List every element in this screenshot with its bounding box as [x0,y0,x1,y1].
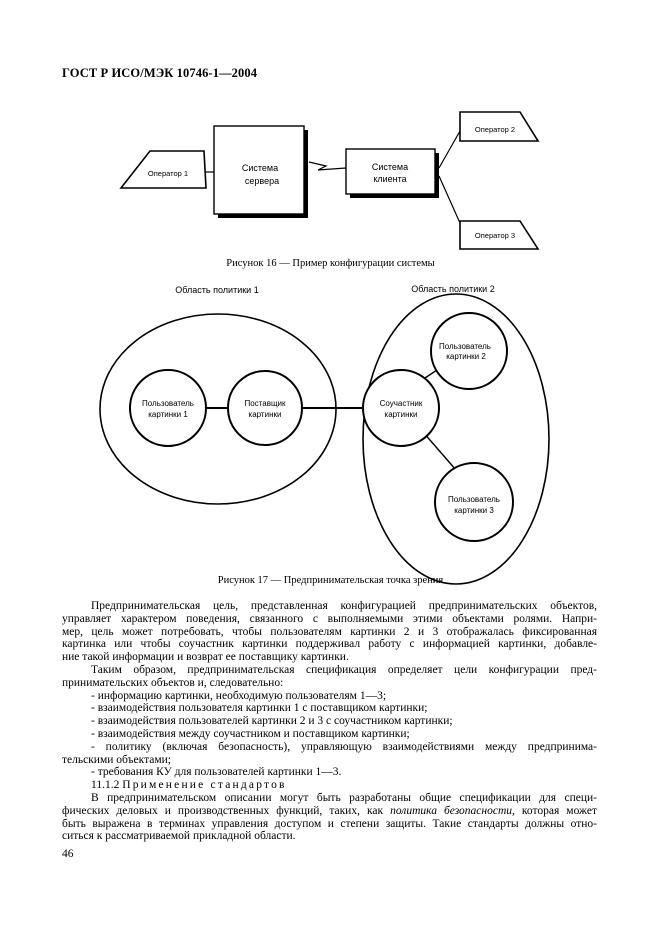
figure-16-caption: Рисунок 16 — Пример конфигурации системы [226,258,435,269]
document-header: ГОСТ Р ИСО/МЭК 10746-1—2004 [62,66,258,80]
operator-3-label: Оператор 3 [475,231,515,240]
paragraph-3-line-3: быть выражена в терминах управления дост… [62,817,597,830]
server-label-line2: сервера [245,176,279,186]
picture-user-3-label-line2: картинки 3 [454,506,494,515]
paragraph-2-line-2: принимательских объектов и, следовательн… [62,676,284,689]
picture-user-1-label-line2: картинки 1 [148,410,188,419]
picture-supplier-label-line1: Поставщик [244,399,286,408]
paragraph-1-line-4: картинка или чтобы соучастник картинки п… [62,638,597,651]
operator-3-connector [438,175,461,224]
figure-16-diagram: Оператор 1 Система сервера Система клиен… [119,111,540,250]
picture-participant-label-line1: Соучастник [380,399,423,408]
paragraph-1-line-3: мер, цель может потребовать, чтобы польз… [62,625,597,638]
client-label-line1: Система [372,162,408,172]
server-label-line1: Система [242,163,278,173]
paragraph-2-line-1: Таким образом, предпринимательская специ… [91,663,597,676]
policy-domain-1-title: Область политики 1 [175,285,258,295]
client-label-line2: клиента [373,174,406,184]
server-box [213,125,305,215]
paragraph-3-line-1: В предпринимательском описании могут быт… [91,791,597,804]
paragraph-3-line-4: ситься к рассматриваемой прикладной обла… [62,830,296,843]
policy-domain-2-title: Область политики 2 [411,284,494,294]
section-heading: 11.1.2 Применение стандартов [91,779,597,792]
picture-user-2-label-line2: картинки 2 [446,352,486,361]
paragraph-3-line-2-end: которая может [514,804,597,817]
picture-user-2-label-line1: Пользователь [439,342,491,351]
body-text: Предпринимательская цель, представленная… [62,600,597,843]
list-item-5-line-2: тельскими объектами; [62,753,171,766]
paragraph-1-line-2: управляет характером поведения, связанно… [62,612,597,625]
operator-3-shape [459,220,540,250]
picture-participant-label-line2: картинки [385,410,418,419]
picture-supplier-label-line2: картинки [249,410,282,419]
figure-17-diagram: Область политики 1 Область политики 2 По… [99,284,550,585]
picture-user-3-label-line1: Пользователь [448,495,500,504]
list-item-5-line-1: - политику (включая безопасность), управ… [91,740,597,753]
operator-2-label: Оператор 2 [475,125,515,134]
picture-supplier-circle [227,370,303,446]
client-box [345,148,436,195]
list-item-2: - взаимодействия пользователя картинки 1… [91,702,428,715]
server-client-link [308,161,347,171]
picture-participant-circle [362,369,440,447]
participant-user3-link [422,431,457,471]
operator-1-label: Оператор 1 [148,169,188,178]
section-number: 11.1.2 [91,779,120,792]
picture-user-2-circle [430,312,508,390]
picture-user-3-circle [434,462,514,542]
picture-user-1-circle [129,369,207,447]
list-item-4: - взаимодействия между соучастником и по… [91,727,410,740]
page-number: 46 [62,848,74,860]
security-policy-term: политика безопасности, [390,804,515,817]
paragraph-3-line-2: фических деловых и производственных функ… [62,805,597,818]
paragraph-1-line-1: Предпринимательская цель, представленная… [91,600,597,612]
section-title: Применение стандартов [122,779,287,792]
list-item-3: - взаимодействия пользователей картинки … [91,715,453,728]
policy-domain-2-ellipse [362,293,550,585]
list-item-6: - требования КУ для пользователей картин… [91,766,342,779]
operator-1-shape [119,150,207,189]
figure-17-caption: Рисунок 17 — Предпринимательская точка з… [217,575,444,586]
operator-2-connector [438,130,461,169]
list-item-1: - информацию картинки, необходимую польз… [91,689,387,702]
operator-2-shape [459,111,540,142]
paragraph-3-line-2-start: фических деловых и производственных функ… [62,804,391,817]
picture-user-1-label-line1: Пользователь [142,399,194,408]
paragraph-1-line-5: ние такой информации и возврат ее постав… [62,651,349,664]
